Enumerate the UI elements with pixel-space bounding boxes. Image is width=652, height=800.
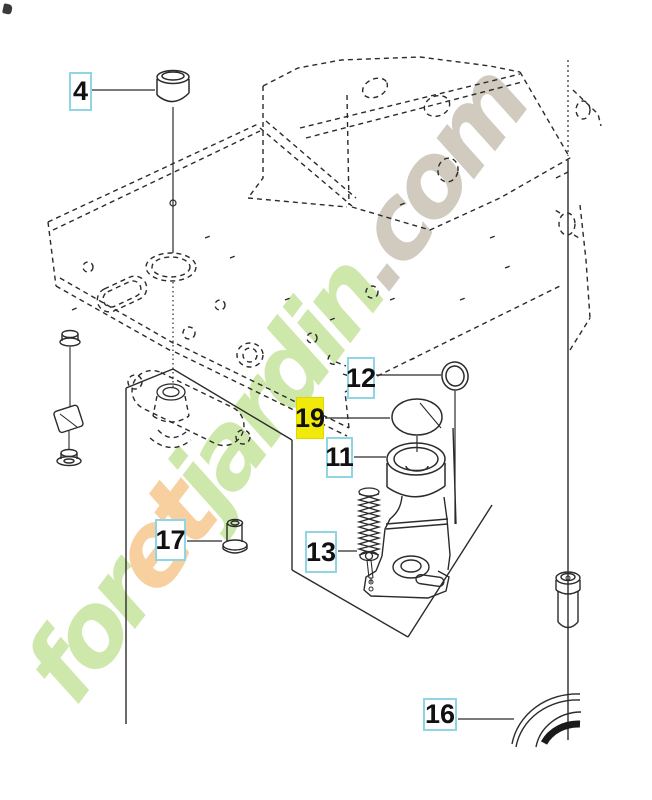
right-axis-pin-drawing xyxy=(555,571,581,629)
part-19-plug-drawing xyxy=(391,398,443,436)
part-16-wheel-drawing xyxy=(511,693,582,748)
callout-leader-lines xyxy=(92,89,514,720)
callout-label-19-highlighted[interactable]: 19 xyxy=(295,397,325,439)
part-11-sleeve-drawing xyxy=(386,442,446,498)
axis-lines xyxy=(172,60,569,740)
part-13-spring-drawing xyxy=(356,487,382,583)
callout-label-12[interactable]: 12 xyxy=(346,357,376,399)
chassis-frame-dashed xyxy=(47,56,602,449)
callout-label-16[interactable]: 16 xyxy=(423,698,457,731)
pivot-bushing-drawing xyxy=(156,383,186,401)
callout-label-17[interactable]: 17 xyxy=(155,519,186,561)
left-fastener-chain-drawing xyxy=(53,329,84,467)
part-4-bushing-drawing xyxy=(156,69,190,207)
callout-label-13[interactable]: 13 xyxy=(305,531,337,573)
part-17-bolt-drawing xyxy=(222,518,248,554)
pivot-arm-casting-drawing xyxy=(363,495,451,599)
callout-label-4[interactable]: 4 xyxy=(69,72,92,111)
callout-label-11[interactable]: 11 xyxy=(325,437,354,478)
part-12-oring-drawing xyxy=(441,361,469,391)
